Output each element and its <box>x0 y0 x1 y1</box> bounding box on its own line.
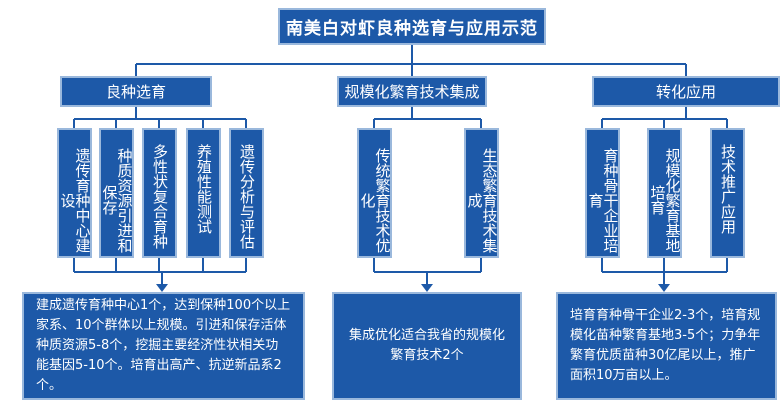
description-breeding: 建成遗传育种中心1个，达到保种100个以上家系、10个群体以上规模。引进和保存活… <box>22 292 305 400</box>
item-multi-trait: 多性状复合育种 <box>142 128 177 258</box>
item-ecological-propagation-label: 生态繁育技术集成 <box>465 147 499 253</box>
item-genetic-analysis-label: 遗传分析与评估 <box>238 144 256 249</box>
arrow-cat3 <box>658 284 670 292</box>
item-traditional-propagation-label: 传统繁育技术优化 <box>358 147 392 253</box>
item-genetic-analysis: 遗传分析与评估 <box>229 128 264 258</box>
category-application-label: 转化应用 <box>655 83 716 101</box>
item-germplasm-label: 种质资源引进和保存 <box>100 147 134 253</box>
category-propagation: 规模化繁育技术集成 <box>337 76 487 107</box>
item-breeding-center-label: 遗传育种中心建设 <box>58 147 92 253</box>
item-tech-promotion: 技术推广应用 <box>710 128 745 258</box>
item-ecological-propagation: 生态繁育技术集成 <box>464 128 499 258</box>
item-germplasm: 种质资源引进和保存 <box>99 128 134 258</box>
category-propagation-label: 规模化繁育技术集成 <box>344 83 480 101</box>
category-application: 转化应用 <box>592 76 780 107</box>
category-breeding: 良种选育 <box>60 76 212 107</box>
item-multi-trait-label: 多性状复合育种 <box>151 144 169 249</box>
description-breeding-text: 建成遗传育种中心1个，达到保种100个以上家系、10个群体以上规模。引进和保存活… <box>36 298 291 393</box>
arrow-cat2 <box>421 284 433 292</box>
item-traditional-propagation: 传统繁育技术优化 <box>357 128 392 258</box>
description-propagation: 集成优化适合我省的规模化繁育技术2个 <box>332 292 522 400</box>
item-backbone-enterprise: 育种骨干企业培育 <box>585 128 620 258</box>
item-tech-promotion-label: 技术推广应用 <box>719 144 737 234</box>
diagram-title: 南美白对虾良种选育与应用示范 <box>278 8 546 45</box>
item-performance-test-label: 养殖性能测试 <box>195 144 213 234</box>
description-propagation-text: 集成优化适合我省的规模化繁育技术2个 <box>348 328 505 363</box>
arrow-cat1 <box>156 284 168 292</box>
category-breeding-label: 良种选育 <box>105 83 166 101</box>
description-application-text: 培育育种骨干企业2-3个，培育规模化苗种繁育基地3-5个；力争年繁育优质苗种30… <box>570 308 761 383</box>
description-application: 培育育种骨干企业2-3个，培育规模化苗种繁育基地3-5个；力争年繁育优质苗种30… <box>556 292 777 400</box>
item-breeding-base: 规模化繁育基地培育 <box>647 128 682 258</box>
item-breeding-base-label: 规模化繁育基地培育 <box>648 147 682 253</box>
item-backbone-enterprise-label: 育种骨干企业培育 <box>586 147 620 253</box>
item-breeding-center: 遗传育种中心建设 <box>57 128 92 258</box>
diagram-title-text: 南美白对虾良种选育与应用示范 <box>286 19 538 39</box>
item-performance-test: 养殖性能测试 <box>186 128 221 258</box>
